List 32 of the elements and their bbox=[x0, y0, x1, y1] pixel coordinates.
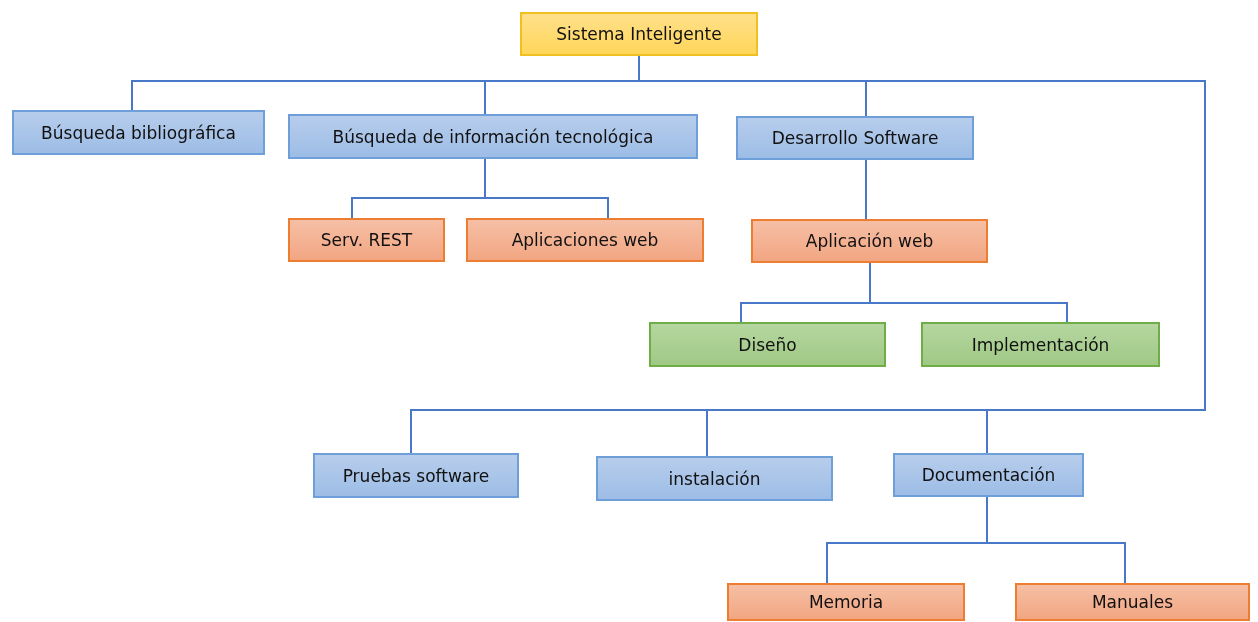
node-label: Manuales bbox=[1091, 592, 1174, 612]
process-box bbox=[649, 322, 886, 367]
process-box bbox=[727, 583, 965, 621]
node-label: Aplicaciones web bbox=[511, 230, 659, 250]
node-label: Serv. REST bbox=[320, 230, 413, 250]
node-label: Implementación bbox=[971, 334, 1110, 355]
node-label: instalación bbox=[668, 468, 761, 489]
process-box bbox=[288, 114, 698, 159]
process-box bbox=[893, 453, 1084, 497]
node-label: Aplicación web bbox=[805, 231, 934, 251]
connector-line bbox=[484, 158, 609, 219]
process-box bbox=[736, 116, 974, 160]
process-box bbox=[12, 110, 265, 155]
process-box bbox=[921, 322, 1160, 367]
node-label: Memoria bbox=[808, 592, 884, 612]
node-label: Diseño bbox=[738, 334, 797, 355]
node-label: Sistema Inteligente bbox=[556, 24, 722, 44]
node-label: Búsqueda de información tecnológica bbox=[332, 126, 654, 147]
node-label: Desarrollo Software bbox=[771, 128, 939, 148]
process-box bbox=[1015, 583, 1250, 621]
node-label: Pruebas software bbox=[342, 465, 490, 486]
process-box bbox=[520, 12, 758, 56]
process-box bbox=[313, 453, 519, 498]
connector-line bbox=[869, 262, 1068, 323]
process-box bbox=[751, 219, 988, 263]
process-box bbox=[466, 218, 704, 262]
node-label: Búsqueda bibliográfica bbox=[41, 122, 236, 143]
connector-line bbox=[986, 496, 1126, 584]
node-label: Documentación bbox=[921, 465, 1056, 485]
connector-line bbox=[865, 159, 867, 220]
process-box bbox=[288, 218, 445, 262]
process-box bbox=[596, 456, 833, 501]
